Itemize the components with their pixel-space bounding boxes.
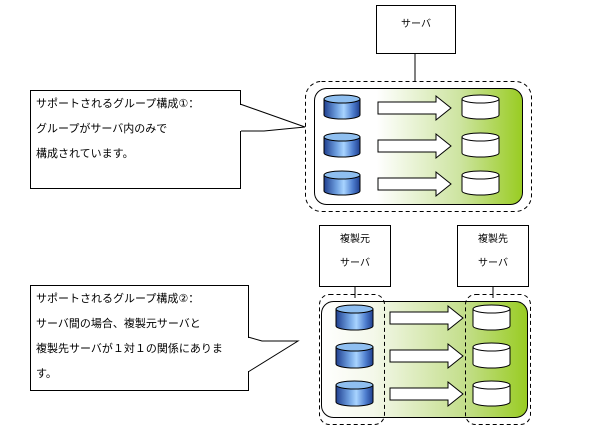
source-server-boundary [319, 294, 385, 425]
source-disk-icon-top [323, 94, 361, 104]
callout1-edge-top [240, 90, 241, 105]
callout1-line: グループがサーバ内のみで [36, 122, 168, 135]
source-disk-icon-body [323, 98, 361, 120]
callout-pointer-1 [240, 104, 305, 132]
group-boundary-1 [305, 81, 532, 212]
callout2-line: す。 [36, 367, 57, 380]
callout1-line: サポートされるグループ構成①： [36, 97, 200, 110]
callout-config2 [30, 285, 249, 391]
callout-config1 [30, 90, 241, 189]
source-disk-icon-top [335, 304, 374, 314]
source-disk-icon [323, 132, 361, 158]
replication-arrow-icon [377, 170, 452, 198]
source-disk-icon [323, 170, 361, 196]
callout2-edge-bottom [248, 371, 249, 391]
source-disk-icon-body [335, 308, 374, 331]
target-disk-icon-top [472, 304, 511, 314]
target-disk-icon [472, 380, 511, 407]
source-disk-icon-body [335, 384, 374, 407]
callout-text-2: サポートされるグループ構成②： サーバ間の場合、複製元サーバと 複製先サーバが１… [36, 286, 223, 386]
target-disk-icon-body [472, 384, 511, 407]
source-disk-icon [335, 304, 374, 331]
target-disk-icon-body [472, 308, 511, 331]
replication-arrow-icon [389, 380, 464, 408]
target-disk-icon-top [472, 380, 511, 390]
target-disk-icon-body [461, 98, 500, 120]
target-disk-icon [472, 304, 511, 331]
callout-text-1: サポートされるグループ構成①： グループがサーバ内のみで 構成されています。 [36, 91, 199, 166]
config2-rows [335, 304, 511, 408]
config1-rows [323, 94, 500, 198]
target-server-label-2: サーバ [478, 258, 508, 269]
source-disk-icon [335, 380, 374, 407]
source-disk-icon-top [335, 342, 374, 352]
server-box: サーバ [376, 5, 456, 54]
callout2-line: 複製先サーバが１対１の関係にありま [36, 342, 223, 355]
source-server-box: 複製元 サーバ [319, 225, 391, 287]
callout2-edge-top [248, 285, 249, 338]
target-disk-icon [461, 132, 500, 158]
callout-pointer-1-outline [239, 103, 306, 132]
callout2-line: サーバ間の場合、複製元サーバと [36, 317, 201, 330]
target-disk-icon-top [461, 132, 500, 142]
replication-arrow-icon [389, 342, 464, 370]
callout2-line: サポートされるグループ構成②： [36, 292, 200, 305]
source-server-label-2: サーバ [340, 258, 370, 269]
target-disk-icon [461, 170, 500, 196]
target-server-box: 複製先 サーバ [457, 225, 529, 287]
server-label: サーバ [401, 19, 431, 30]
callout1-line: 構成されています。 [36, 147, 134, 160]
source-disk-icon-body [335, 346, 374, 369]
source-disk-icon-body [323, 174, 361, 196]
callout-pointer-2-outline [247, 336, 300, 373]
target-server-boundary [465, 294, 531, 425]
callout1-edge-bottom [240, 131, 241, 189]
target-disk-icon [461, 94, 500, 120]
target-server-label-1: 複製先 [478, 234, 508, 245]
target-disk-icon-body [461, 136, 500, 158]
replication-arrow-icon [377, 132, 452, 160]
source-disk-icon-body [323, 136, 361, 158]
target-disk-icon-body [461, 174, 500, 196]
target-disk-icon-top [472, 342, 511, 352]
source-disk-icon [323, 94, 361, 120]
source-disk-icon-top [323, 170, 361, 180]
target-disk-icon-top [461, 94, 500, 104]
replication-arrow-icon [389, 304, 464, 332]
target-disk-icon-top [461, 170, 500, 180]
target-disk-icon [472, 342, 511, 369]
replication-arrow-icon [377, 94, 452, 122]
target-disk-icon-body [472, 346, 511, 369]
source-disk-icon-top [323, 132, 361, 142]
callout-pointer-2 [248, 337, 298, 372]
source-disk-icon-top [335, 380, 374, 390]
source-server-label-1: 複製元 [340, 234, 370, 245]
source-disk-icon [335, 342, 374, 369]
